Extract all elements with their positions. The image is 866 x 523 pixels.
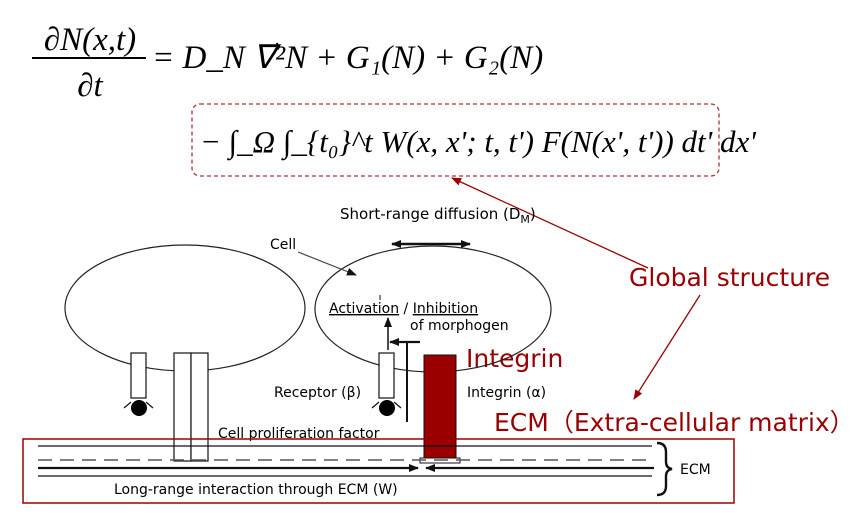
ecm-full-label: ECM（Extra-cellular matrix）: [494, 408, 855, 437]
ecm-label: ECM: [680, 462, 711, 478]
pillar-left-b: [190, 352, 209, 462]
ecm-highlight-box: [22, 438, 735, 504]
global-structure-label: Global structure: [629, 263, 830, 292]
cell-left: [64, 244, 306, 372]
receptor-beta-claws: [371, 401, 402, 409]
receptor-beta-label: Receptor (β): [274, 385, 361, 401]
activation-inhibition-label: Activation / Inhibition: [329, 301, 478, 317]
receptor-beta-stem: [378, 352, 395, 399]
lhs-numerator: ∂N(x,t): [44, 22, 136, 58]
receptor-left-stem: [130, 352, 147, 399]
lhs-denominator: ∂t: [77, 68, 103, 104]
receptor-left-claws: [123, 401, 154, 409]
pillar-left-a: [173, 352, 192, 462]
rhs-line-2: − ∫_Ω ∫_{t₀}^t W(x, x'; t, t') F(N(x', t…: [200, 124, 757, 161]
cell-proliferation-factor-label: Cell proliferation factor: [218, 426, 380, 442]
global-structure-arrow-to-box: [451, 177, 649, 269]
receptor-left-ball: [131, 400, 147, 416]
integrin-alpha-block: [423, 354, 457, 459]
integrin-label: Integrin: [466, 344, 563, 373]
receptor-beta-ball: [379, 400, 395, 416]
integrin-alpha-label: Integrin (α): [467, 385, 546, 401]
rhs-line-1: = D_N ∇⃗²N + G₁(N) + G₂(N): [152, 40, 543, 76]
of-morphogen-label: of morphogen: [410, 318, 509, 334]
short-range-diffusion-label: Short-range diffusion (DM): [340, 205, 536, 226]
equation-line-1: ∂N(x,t) ∂t = D_N ∇⃗²N + G₁(N) + G₂(N): [32, 22, 543, 104]
long-range-label: Long-range interaction through ECM (W): [114, 482, 398, 498]
global-structure-box: [191, 103, 720, 177]
global-structure-arrow-to-ecm: [633, 294, 701, 400]
ecm-brace: [656, 441, 673, 497]
cell-pointer-arrow: [297, 251, 357, 276]
cell-label: Cell: [270, 237, 296, 253]
